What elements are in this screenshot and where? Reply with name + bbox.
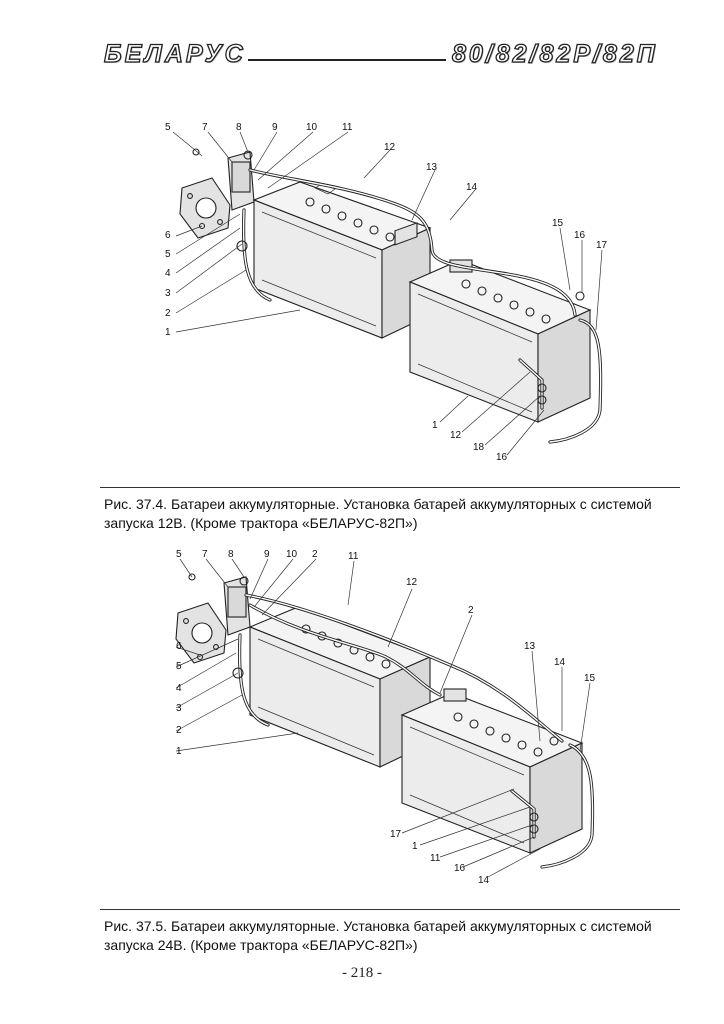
mounting-plate <box>175 602 227 664</box>
callout: 15 <box>584 673 596 684</box>
callout: 18 <box>473 442 485 453</box>
callout: 5 <box>176 661 182 672</box>
caption-rule <box>100 909 680 910</box>
callout: 3 <box>165 288 171 299</box>
callout: 13 <box>426 162 438 173</box>
figure-37-4-battery-12v: 5 7 8 9 10 11 12 13 14 15 16 17 6 5 4 3 … <box>165 122 608 463</box>
battery-right <box>400 688 584 854</box>
figure-caption: Рис. 37.5. Батареи аккумуляторные. Устан… <box>104 918 652 953</box>
callout: 2 <box>165 308 171 319</box>
callout: 7 <box>202 122 208 133</box>
callout: 3 <box>176 703 182 714</box>
callout: 5 <box>165 122 171 133</box>
header-brand: БЕЛАРУС <box>103 39 246 68</box>
callout: 4 <box>176 683 182 694</box>
callout: 16 <box>496 452 508 463</box>
callout: 11 <box>348 551 359 562</box>
callout: 1 <box>176 746 182 757</box>
callout: 2 <box>176 725 182 736</box>
leader-lines <box>175 558 591 878</box>
callout: 9 <box>264 549 270 560</box>
figure-37-5-battery-24v: 5 7 8 9 10 2 11 12 2 13 14 15 6 5 4 3 2 … <box>175 549 596 886</box>
callout: 17 <box>596 240 608 251</box>
ground-switch <box>188 573 251 661</box>
callout: 10 <box>306 122 318 133</box>
callout: 4 <box>165 268 171 279</box>
callout: 2 <box>312 549 318 560</box>
callouts: 5 7 8 9 10 2 11 12 2 13 14 15 6 5 4 3 2 … <box>176 549 596 886</box>
header-rule <box>248 59 446 61</box>
caption-rule <box>100 487 680 488</box>
callout: 1 <box>432 420 438 431</box>
callout: 14 <box>466 182 478 193</box>
callout: 9 <box>272 122 278 133</box>
callout: 5 <box>165 249 171 260</box>
cables <box>232 593 595 869</box>
callout: 8 <box>236 122 242 133</box>
page-number: - 218 - <box>342 965 382 981</box>
callouts: 5 7 8 9 10 11 12 13 14 15 16 17 6 5 4 3 … <box>165 122 608 463</box>
callout: 17 <box>390 829 402 840</box>
callout: 8 <box>228 549 234 560</box>
callout: 12 <box>406 577 418 588</box>
callout: 2 <box>468 605 474 616</box>
header-models: 80/82/82Р/82П <box>451 39 658 68</box>
callout: 7 <box>202 549 208 560</box>
callout: 6 <box>176 641 182 652</box>
callout: 16 <box>454 863 466 874</box>
leader-lines <box>172 131 603 456</box>
cables <box>236 168 603 444</box>
ground-switch <box>192 148 255 230</box>
callout: 6 <box>165 230 171 241</box>
callout: 10 <box>286 549 298 560</box>
callout: 1 <box>412 841 418 852</box>
mounting-plate <box>179 177 231 239</box>
callout: 1 <box>165 327 171 338</box>
figure-caption: Рис. 37.4. Батареи аккумуляторные. Устан… <box>104 496 652 531</box>
callout: 16 <box>574 230 586 241</box>
callout: 5 <box>176 549 182 560</box>
callout: 11 <box>342 122 353 133</box>
battery-left <box>252 181 432 339</box>
battery-right <box>408 259 592 423</box>
callout: 15 <box>552 218 564 229</box>
callout: 14 <box>478 875 490 886</box>
callout: 12 <box>384 142 396 153</box>
callout: 14 <box>554 657 566 668</box>
callout: 11 <box>430 853 441 864</box>
callout: 13 <box>524 641 536 652</box>
callout: 12 <box>450 430 462 441</box>
